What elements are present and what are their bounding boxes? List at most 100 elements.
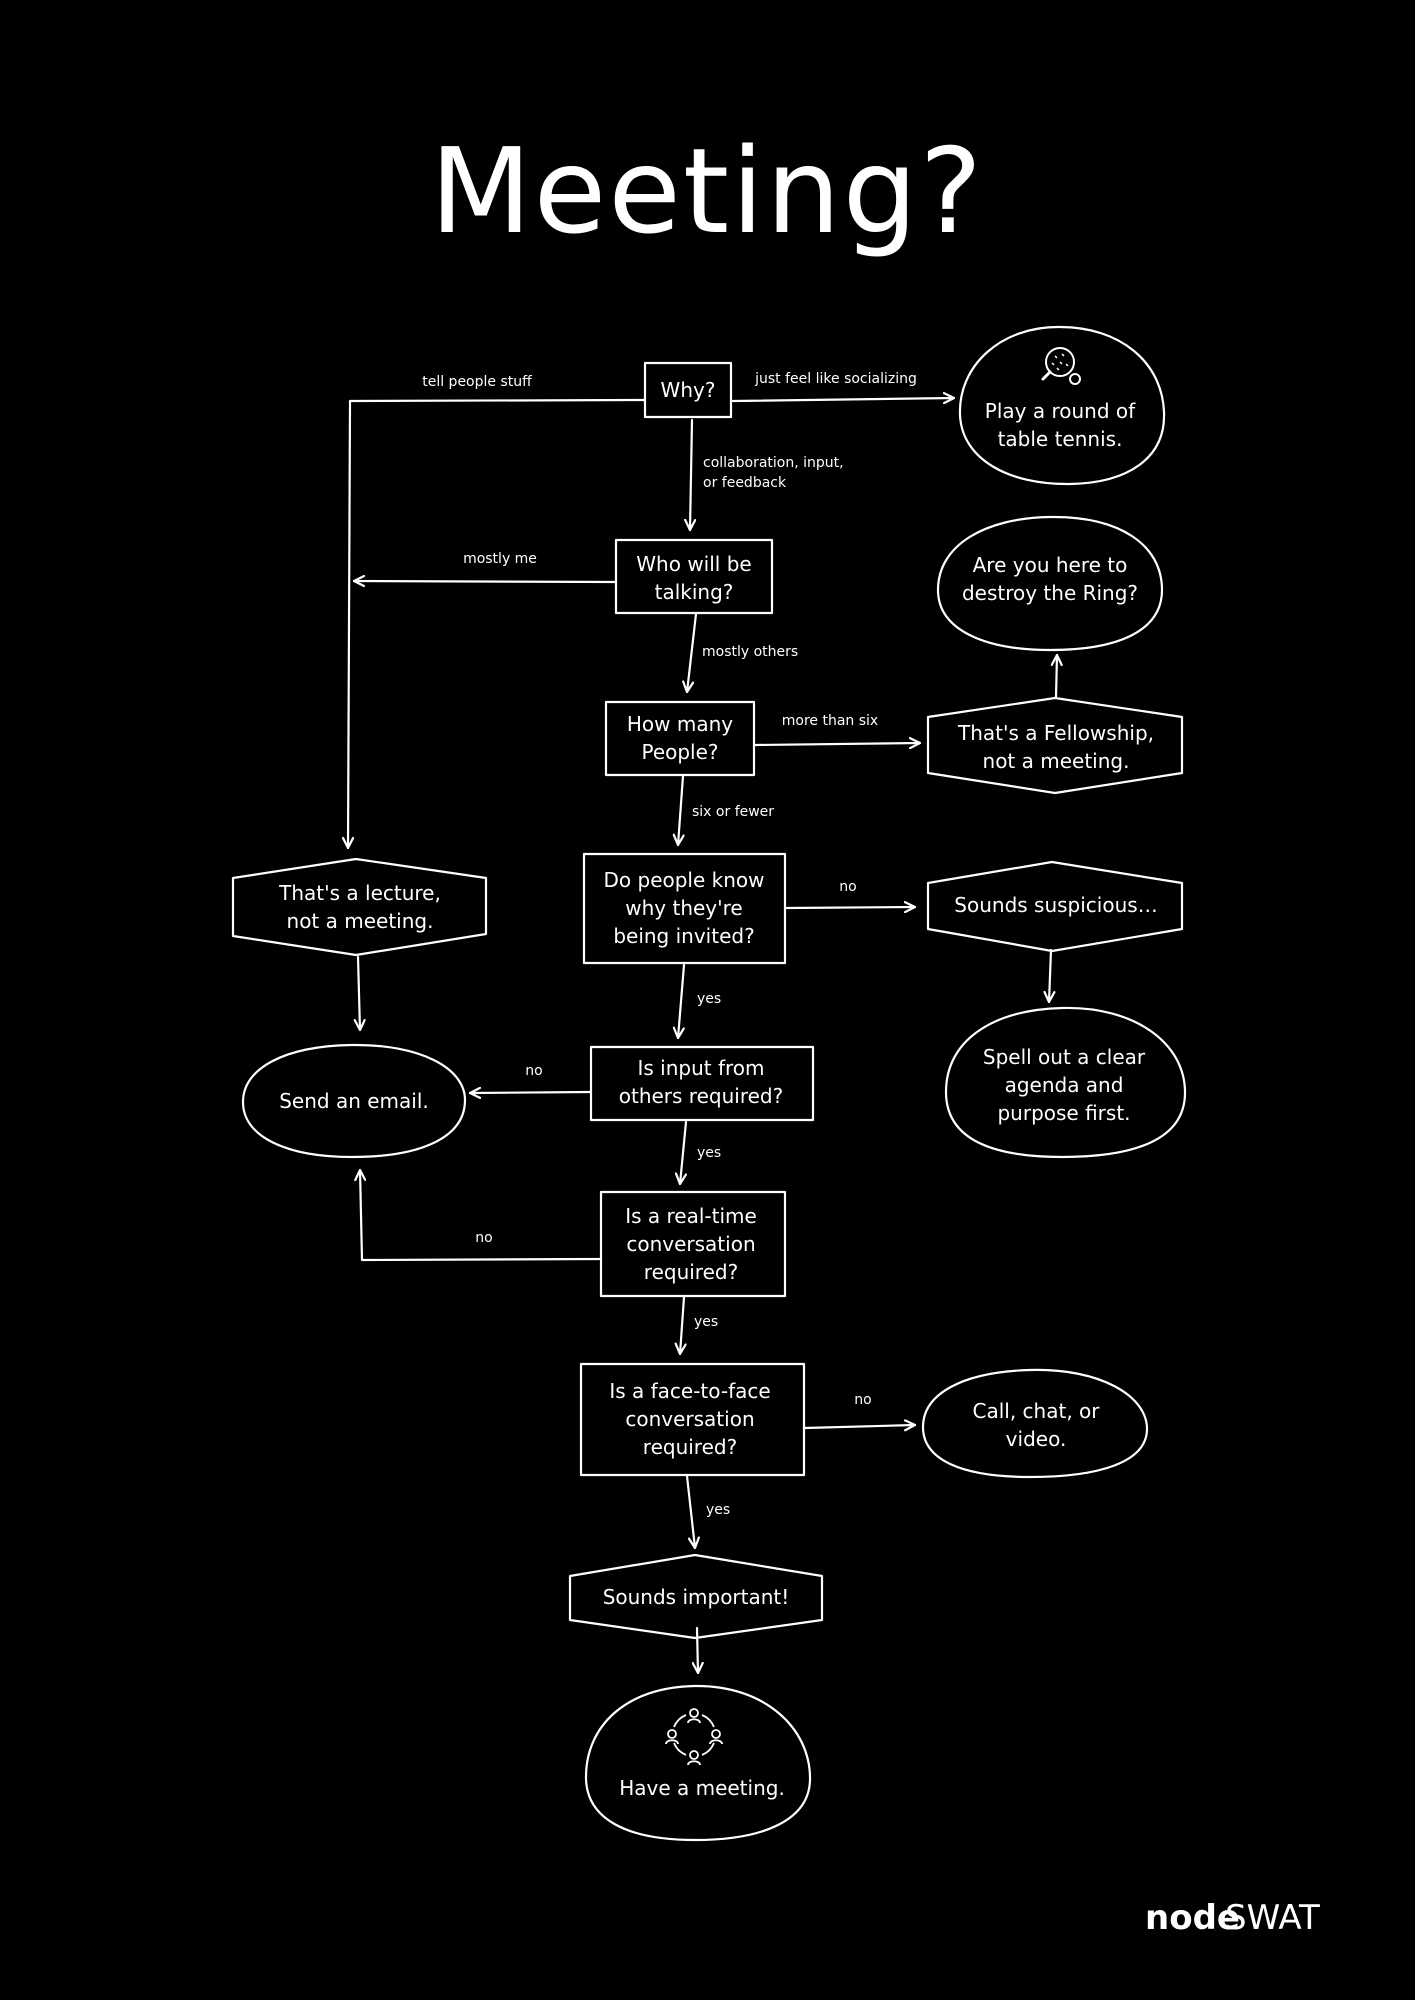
node-send-email-text: Send an email. (279, 1089, 429, 1113)
node-input-required: Is input from others required? (589, 1045, 815, 1122)
node-how-many: How many People? (604, 700, 756, 777)
node-send-email-blob (241, 1043, 467, 1159)
node-know-why-line3: being invited? (613, 924, 754, 948)
node-important: Sounds important! (568, 1553, 824, 1640)
edge-mostly-others (687, 612, 698, 694)
node-how-many-box (604, 700, 756, 777)
connectors (348, 398, 1057, 1675)
label-more-than-six: more than six (782, 713, 878, 729)
node-suspicious-hex (926, 860, 1184, 953)
node-important-hex (568, 1553, 824, 1640)
edge-input-yes (680, 1120, 688, 1186)
node-suspicious: Sounds suspicious… (926, 860, 1184, 953)
node-input-required-line2: others required? (619, 1084, 783, 1108)
node-table-tennis-line1: Play a round of (985, 399, 1136, 423)
label-socializing: just feel like socializing (754, 371, 917, 387)
node-lecture-line1: That's a lecture, (278, 881, 441, 905)
node-who-talking-box (614, 538, 774, 615)
node-who-talking-line1: Who will be (636, 552, 751, 576)
label-six-or-fewer: six or fewer (692, 804, 774, 820)
node-fellowship-line2: not a meeting. (983, 749, 1130, 773)
node-call-chat: Call, chat, or video. (921, 1368, 1149, 1479)
node-spell-agenda-line1: Spell out a clear (983, 1045, 1146, 1069)
node-send-email: Send an email. (241, 1043, 467, 1159)
edge-six-or-fewer (678, 774, 683, 847)
node-realtime-line1: Is a real-time (625, 1204, 757, 1228)
node-have-meeting-blob (584, 1684, 812, 1842)
node-face-to-face-line3: required? (643, 1435, 737, 1459)
logo-swat: SWAT (1225, 1898, 1320, 1938)
node-have-meeting: Have a meeting. (584, 1684, 812, 1842)
node-how-many-line1: How many (627, 712, 733, 736)
label-mostly-others: mostly others (702, 644, 798, 660)
edge-know-no (785, 907, 917, 908)
node-spell-agenda: Spell out a clear agenda and purpose fir… (944, 1006, 1187, 1159)
node-spell-agenda-line3: purpose first. (997, 1101, 1130, 1125)
edge-realtime-yes (680, 1295, 684, 1356)
node-know-why-line2: why they're (625, 896, 742, 920)
label-face-yes: yes (706, 1502, 730, 1518)
page-title: Meeting? (430, 122, 984, 260)
label-collaboration-2: or feedback (703, 475, 787, 491)
node-lecture-hex (231, 857, 488, 957)
node-destroy-ring-line2: destroy the Ring? (962, 581, 1138, 605)
node-table-tennis-line2: table tennis. (998, 427, 1123, 451)
node-fellowship-hex (926, 696, 1184, 795)
node-table-tennis: Play a round of table tennis. (958, 325, 1166, 486)
edge-face-yes (685, 1474, 695, 1550)
edge-tell-people (348, 398, 647, 850)
edge-face-no (803, 1425, 917, 1428)
nodeswat-logo: node SWAT (1145, 1898, 1320, 1938)
node-know-why: Do people know why they're being invited… (582, 852, 787, 965)
node-table-tennis-blob (958, 325, 1166, 486)
node-realtime-box (599, 1190, 787, 1298)
edge-important-meeting (697, 1626, 698, 1675)
node-fellowship-line1: That's a Fellowship, (957, 721, 1154, 745)
node-destroy-ring: Are you here to destroy the Ring? (936, 515, 1164, 652)
edge-suspicious-agenda (1049, 948, 1051, 1004)
node-who-talking: Who will be talking? (614, 538, 774, 615)
edge-more-than-six (753, 743, 922, 745)
node-who-talking-line2: talking? (655, 580, 734, 604)
node-have-meeting-text: Have a meeting. (619, 1776, 785, 1800)
people-circle-icon (665, 1708, 723, 1766)
node-input-required-box (589, 1045, 815, 1122)
label-realtime-yes: yes (694, 1314, 718, 1330)
edge-input-no (468, 1092, 592, 1093)
node-call-chat-line2: video. (1006, 1427, 1067, 1451)
node-face-to-face-line1: Is a face-to-face (609, 1379, 770, 1403)
edge-collaboration (690, 418, 692, 532)
node-destroy-ring-blob (936, 515, 1164, 652)
node-suspicious-text: Sounds suspicious… (954, 893, 1157, 917)
node-realtime: Is a real-time conversation required? (599, 1190, 787, 1298)
node-face-to-face-line2: conversation (625, 1407, 754, 1431)
node-lecture-line2: not a meeting. (287, 909, 434, 933)
edge-know-yes (678, 963, 686, 1040)
label-tell-people: tell people stuff (422, 374, 532, 390)
edge-fellowship-ring (1056, 653, 1057, 699)
edge-realtime-no (360, 1168, 603, 1262)
edge-lecture-email (358, 955, 360, 1032)
label-know-no: no (839, 879, 856, 895)
label-collaboration-1: collaboration, input, (703, 455, 844, 471)
node-know-why-line1: Do people know (604, 868, 765, 892)
node-important-text: Sounds important! (603, 1585, 790, 1609)
node-realtime-line3: required? (644, 1260, 738, 1284)
label-mostly-me: mostly me (463, 551, 537, 567)
edge-mostly-me (352, 581, 617, 582)
edge-labels: tell people stuff just feel like sociali… (422, 371, 917, 1518)
label-realtime-no: no (475, 1230, 492, 1246)
node-why-box (643, 361, 733, 419)
node-spell-agenda-line2: agenda and (1005, 1073, 1124, 1097)
edge-socializing (731, 398, 956, 401)
label-face-no: no (854, 1392, 871, 1408)
label-know-yes: yes (697, 991, 721, 1007)
node-destroy-ring-line1: Are you here to (973, 553, 1128, 577)
node-how-many-line2: People? (641, 740, 718, 764)
node-realtime-line2: conversation (626, 1232, 755, 1256)
node-face-to-face: Is a face-to-face conversation required? (579, 1362, 806, 1477)
logo-node: node (1145, 1898, 1240, 1938)
node-face-to-face-box (579, 1362, 806, 1477)
node-know-why-box (582, 852, 787, 965)
node-spell-agenda-blob (944, 1006, 1187, 1159)
